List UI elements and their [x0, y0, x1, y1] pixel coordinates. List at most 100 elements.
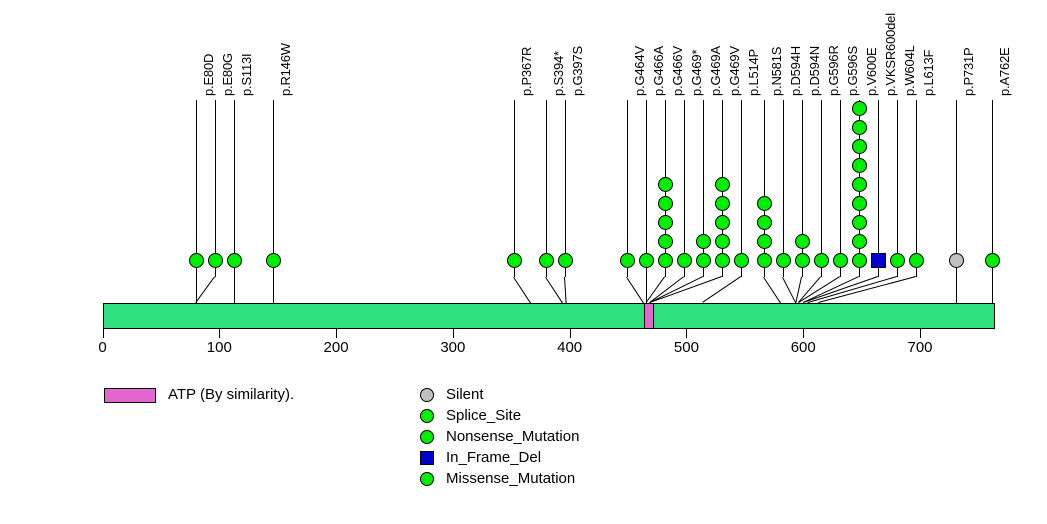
axis-tick	[569, 329, 571, 338]
axis-tick	[803, 329, 805, 338]
mutation-label: p.G397S	[569, 46, 585, 96]
mutation-marker[interactable]	[557, 253, 573, 268]
mutation-marker[interactable]	[658, 196, 674, 211]
mutation-marker[interactable]	[794, 253, 810, 268]
mutation-marker[interactable]	[658, 253, 674, 268]
domain-legend-swatch	[104, 388, 156, 403]
protein-backbone-bar	[102, 303, 995, 329]
mutation-marker[interactable]	[851, 234, 867, 249]
type-legend-label: Nonsense_Mutation	[446, 428, 580, 445]
lollipop-stem	[763, 100, 765, 277]
mutation-marker[interactable]	[851, 158, 867, 173]
mutation-marker[interactable]	[207, 253, 223, 268]
lollipop-stem	[877, 100, 879, 277]
mutation-marker[interactable]	[775, 253, 791, 268]
lollipop-connector	[763, 277, 782, 304]
type-legend-swatch	[420, 451, 434, 465]
mutation-label: p.VKSR600del	[882, 13, 898, 96]
mutation-label: p.E80D	[200, 53, 216, 96]
mutation-label: p.A762E	[997, 47, 1013, 96]
mutation-marker[interactable]	[756, 234, 772, 249]
mutation-marker[interactable]	[813, 253, 829, 268]
mutation-label: p.L613F	[920, 49, 936, 96]
lollipop-stem	[514, 100, 515, 277]
mutation-label: p.N581S	[768, 46, 784, 96]
mutation-marker[interactable]	[870, 253, 886, 268]
mutation-label: p.D594H	[787, 46, 803, 96]
mutation-marker[interactable]	[715, 215, 731, 230]
mutation-label: p.G469*	[689, 49, 705, 96]
lollipop-stem	[956, 100, 958, 303]
lollipop-stem	[703, 100, 705, 277]
type-legend-label: In_Frame_Del	[446, 449, 542, 466]
mutation-marker[interactable]	[538, 253, 554, 268]
mutation-marker[interactable]	[677, 253, 693, 268]
mutation-marker[interactable]	[227, 253, 243, 268]
mutation-marker[interactable]	[734, 253, 750, 268]
axis-tick-label: 700	[907, 339, 933, 356]
type-legend-label: Silent	[446, 386, 484, 403]
type-legend-swatch	[420, 472, 434, 486]
mutation-label: p.G466V	[670, 46, 686, 96]
axis-tick-label: 100	[206, 339, 232, 356]
mutation-marker[interactable]	[851, 215, 867, 230]
axis-tick	[686, 329, 688, 338]
mutation-label: p.G466A	[651, 46, 667, 96]
mutation-marker[interactable]	[696, 234, 712, 249]
mutation-marker[interactable]	[188, 253, 204, 268]
mutation-marker[interactable]	[756, 215, 772, 230]
lollipop-connector	[782, 277, 797, 304]
mutation-label: p.S113I	[239, 53, 255, 96]
lollipop-stem	[195, 100, 197, 303]
type-legend-swatch	[420, 430, 434, 444]
mutation-marker[interactable]	[266, 253, 281, 268]
axis-tick-label: 0	[98, 339, 107, 356]
mutation-marker[interactable]	[851, 139, 867, 154]
mutation-marker[interactable]	[794, 234, 810, 249]
lollipop-stem	[820, 100, 822, 277]
axis-tick	[336, 329, 338, 338]
mutation-marker[interactable]	[756, 253, 772, 268]
mutation-marker[interactable]	[851, 253, 867, 268]
lollipop-stem	[564, 100, 566, 277]
mutation-marker[interactable]	[889, 253, 905, 268]
mutation-marker[interactable]	[715, 196, 731, 211]
mutation-marker[interactable]	[658, 215, 674, 230]
axis-tick-label: 300	[440, 339, 466, 356]
mutation-marker[interactable]	[985, 253, 1001, 268]
type-legend-swatch	[420, 388, 434, 402]
axis-tick-label: 500	[673, 339, 699, 356]
mutation-marker[interactable]	[696, 253, 712, 268]
mutation-marker[interactable]	[620, 253, 636, 268]
mutation-marker[interactable]	[949, 253, 965, 268]
mutation-marker[interactable]	[715, 253, 731, 268]
mutation-marker[interactable]	[715, 177, 731, 192]
mutation-marker[interactable]	[756, 196, 772, 211]
lollipop-stem	[782, 100, 784, 277]
axis-tick-label: 200	[323, 339, 349, 356]
mutation-marker[interactable]	[851, 177, 867, 192]
axis-tick	[452, 329, 454, 338]
mutation-marker[interactable]	[851, 196, 867, 211]
lollipop-stem	[214, 100, 216, 277]
mutation-label: p.W604L	[901, 45, 917, 96]
mutation-marker[interactable]	[908, 253, 924, 268]
lollipop-stem	[741, 100, 743, 277]
mutation-marker[interactable]	[658, 234, 674, 249]
mutation-marker[interactable]	[851, 101, 867, 116]
mutation-label: p.G596S	[844, 46, 860, 96]
mutation-marker[interactable]	[715, 234, 731, 249]
lollipop-connector	[626, 277, 645, 304]
mutation-marker[interactable]	[658, 177, 674, 192]
lollipop-stem	[839, 100, 841, 277]
mutation-label: p.V600E	[863, 47, 879, 96]
mutation-marker[interactable]	[639, 253, 655, 268]
mutation-marker[interactable]	[851, 120, 867, 135]
lollipop-stem	[627, 100, 629, 277]
axis-tick	[102, 329, 104, 338]
mutation-marker[interactable]	[507, 253, 522, 268]
mutation-label: p.P731P	[961, 47, 977, 96]
lollipop-stem	[801, 100, 803, 277]
mutation-marker[interactable]	[832, 253, 848, 268]
